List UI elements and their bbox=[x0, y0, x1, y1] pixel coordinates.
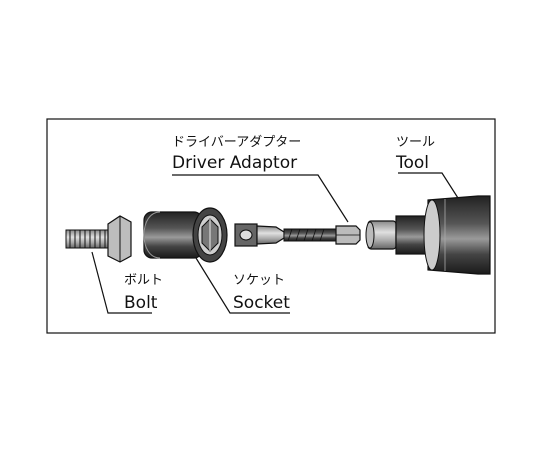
driver-adaptor-illustration bbox=[234, 223, 361, 247]
bolt-label-en: Bolt bbox=[124, 293, 158, 313]
diagram-frame bbox=[46, 118, 496, 334]
driver-adaptor-label-en: Driver Adaptor bbox=[172, 153, 297, 173]
bolt-label-jp: ボルト bbox=[124, 273, 163, 288]
socket-label-jp: ソケット bbox=[233, 273, 285, 288]
tool-illustration bbox=[365, 195, 491, 275]
leader-line-driver-adaptor bbox=[172, 174, 349, 223]
tool-label-jp: ツール bbox=[396, 135, 435, 150]
leader-line-bolt bbox=[91, 251, 152, 314]
socket-illustration bbox=[143, 207, 228, 263]
leader-line-tool bbox=[398, 172, 459, 199]
driver-adaptor-label-jp: ドライバーアダプター bbox=[172, 135, 301, 150]
leader-line-socket bbox=[195, 257, 290, 314]
socket-label-en: Socket bbox=[233, 293, 290, 313]
tool-label-en: Tool bbox=[395, 153, 429, 173]
bolt-illustration bbox=[65, 215, 132, 263]
